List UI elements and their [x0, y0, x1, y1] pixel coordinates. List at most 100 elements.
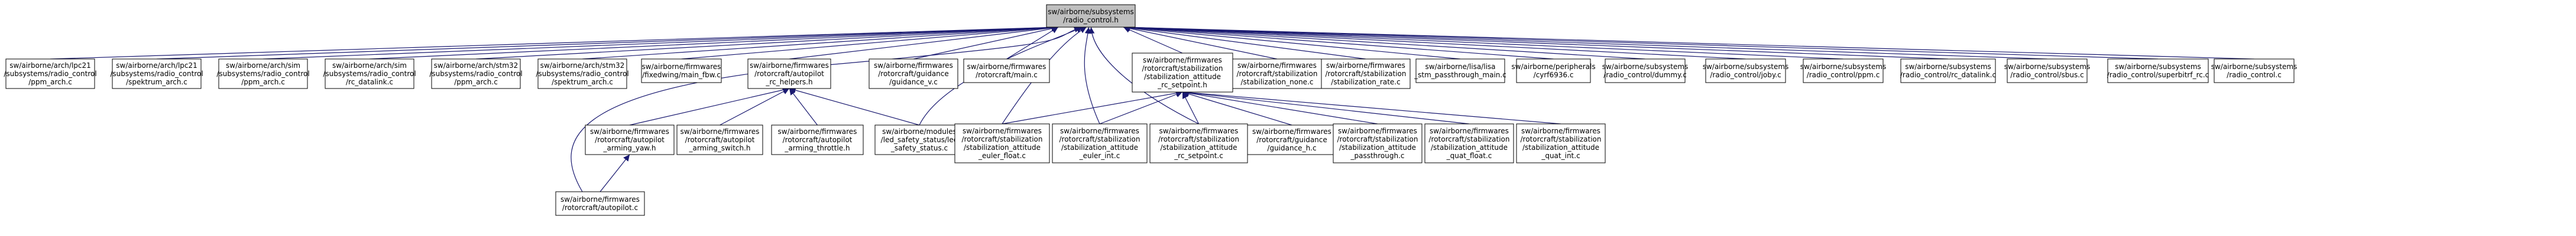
node-label-line: /rotorcraft/guidance — [878, 70, 949, 78]
dependency-edge — [720, 88, 790, 126]
file-node[interactable]: sw/airborne/arch/lpc21/subsystems/radio_… — [4, 58, 97, 89]
node-frame — [112, 58, 202, 89]
dependency-edge — [1182, 89, 1470, 124]
dependency-edge — [1123, 24, 1554, 60]
dependency-edge — [1088, 27, 1199, 124]
file-node[interactable]: sw/airborne/firmwares/rotorcraft/stabili… — [1424, 123, 1514, 163]
node-label-line: sw/airborne/firmwares — [1521, 127, 1600, 135]
dependency-edge — [1084, 27, 1100, 124]
dependency-edge — [789, 24, 1058, 60]
node-frame — [537, 58, 627, 89]
file-node[interactable]: sw/airborne/firmwares/rotorcraft/main.c — [963, 58, 1050, 83]
node-label-line: sw/airborne/subsystems — [1800, 63, 1887, 71]
node-label-line: /rc_datalink.c — [346, 78, 393, 86]
node-frame — [2007, 58, 2088, 83]
node-label-line: sw/airborne/firmwares — [963, 127, 1042, 135]
dependency-edge — [475, 24, 1058, 60]
dependency-edge — [1123, 24, 1949, 60]
file-node[interactable]: sw/airborne/firmwares/rotorcraft/guidanc… — [869, 58, 958, 89]
node-label-line: sw/airborne/firmwares — [750, 61, 829, 70]
file-node[interactable]: sw/airborne/firmwares/rotorcraft/stabili… — [954, 123, 1050, 163]
file-node[interactable]: sw/airborne/modules/led_safety_status/le… — [874, 124, 964, 155]
node-label-line: _quat_int.c — [1541, 152, 1580, 160]
file-node[interactable]: sw/airborne/firmwares/rotorcraft/stabili… — [1149, 123, 1248, 163]
file-node[interactable]: sw/airborne/firmwares/rotorcraft/autopil… — [585, 124, 675, 155]
node-label-line: sw/airborne/firmwares — [1338, 127, 1417, 135]
node-label-line: _rc_helpers.h — [765, 78, 812, 86]
node-label-line: /rotorcraft/autopilot — [754, 70, 824, 78]
node-label-line: /rotorcraft/autopilot — [595, 136, 665, 144]
node-label-line: /stabilization_attitude — [1144, 73, 1221, 81]
file-node[interactable]: sw/airborne/firmwares/rotorcraft/autopil… — [676, 124, 763, 155]
node-label-line: sw/airborne/subsystems — [2211, 63, 2298, 71]
file-node[interactable]: sw/airborne/firmwares/rotorcraft/stabili… — [1132, 53, 1233, 93]
file-node[interactable]: sw/airborne/subsystems/radio_control/ppm… — [1800, 58, 1887, 83]
node-label-line: _quat_float.c — [1446, 152, 1492, 160]
file-node[interactable]: sw/airborne/firmwares/rotorcraft/autopil… — [555, 191, 645, 216]
file-node[interactable]: sw/airborne/lisa/lisa_stm_passthrough_ma… — [1414, 58, 1506, 83]
node-label-line: /subsystems/radio_control — [323, 70, 416, 78]
node-label-line: /rotorcraft/autopilot.c — [562, 204, 638, 212]
file-node[interactable]: sw/airborne/subsystems/radio_control.c — [2211, 58, 2298, 83]
node-label-line: sw/airborne/subsystems — [1905, 63, 1991, 71]
node-label-line: /rotorcraft/guidance — [1256, 136, 1327, 144]
file-node[interactable]: sw/airborne/firmwares/rotorcraft/guidanc… — [1247, 124, 1337, 155]
file-node[interactable]: sw/airborne/firmwares/rotorcraft/stabili… — [1321, 58, 1411, 89]
file-node[interactable]: sw/airborne/firmwares/rotorcraft/stabili… — [1232, 58, 1322, 89]
dependency-edge — [1123, 25, 1366, 60]
dependency-edge — [582, 24, 1058, 60]
node-label-line: /stabilization_attitude — [1339, 143, 1416, 152]
dependency-edge — [1123, 24, 2047, 60]
dependency-edge — [1123, 27, 1183, 54]
node-label-line: sw/airborne/firmwares — [681, 127, 760, 136]
file-node[interactable]: sw/airborne/firmwares/rotorcraft/autopil… — [771, 124, 864, 155]
node-label-line: /subsystems/radio_control — [216, 70, 309, 78]
node-frame — [1415, 58, 1505, 83]
node-label-line: /led_safety_status/led — [881, 136, 958, 144]
file-node[interactable]: sw/airborne/subsystems/radio_control/sup… — [2107, 58, 2209, 83]
file-node[interactable]: sw/airborne/peripherals/cyrf6936.c — [1511, 58, 1596, 83]
node-label-line: _safety_status.c — [890, 144, 948, 152]
node-frame — [431, 58, 521, 89]
node-frame — [218, 58, 308, 89]
file-node[interactable]: sw/airborne/firmwares/rotorcraft/autopil… — [747, 58, 831, 89]
node-label-line: /radio_control/rc_datalink.c — [1900, 71, 1996, 79]
file-node[interactable]: sw/airborne/subsystems/radio_control/sbu… — [2004, 58, 2091, 83]
file-node[interactable]: sw/airborne/firmwares/rotorcraft/stabili… — [1333, 123, 1423, 163]
node-label-line: /rotorcraft/autopilot — [685, 136, 755, 144]
dependency-edge — [156, 24, 1058, 60]
node-frame — [1333, 123, 1423, 163]
node-label-line: _arming_yaw.h — [603, 144, 656, 152]
node-label-line: sw/airborne/firmwares — [1430, 127, 1509, 135]
file-node[interactable]: sw/airborne/arch/lpc21/subsystems/radio_… — [110, 58, 203, 89]
file-node[interactable]: sw/airborne/arch/stm32/subsystems/radio_… — [536, 58, 629, 89]
node-frame — [1247, 124, 1337, 155]
node-label-line: /cyrf6936.c — [1534, 71, 1574, 79]
node-label-line: sw/airborne/peripherals — [1511, 63, 1595, 71]
node-label-line: /subsystems/radio_control — [4, 70, 96, 78]
dependency-edge — [263, 24, 1058, 60]
dependency-edge — [1123, 24, 1746, 60]
file-node[interactable]: sw/airborne/firmwares/rotorcraft/stabili… — [1052, 123, 1148, 163]
file-nodes: sw/airborne/subsystems/radio_control.hsw… — [4, 4, 2298, 216]
root-file-node[interactable]: sw/airborne/subsystems/radio_control.h — [1046, 4, 1136, 28]
node-label-line: _stm_passthrough_main.c — [1414, 71, 1506, 79]
dependency-edge — [1182, 90, 1378, 124]
node-frame — [963, 58, 1050, 83]
node-label-line: _passthrough.c — [1350, 152, 1404, 160]
file-node[interactable]: sw/airborne/subsystems/radio_control/rc_… — [1900, 58, 1996, 83]
file-node[interactable]: sw/airborne/arch/sim/subsystems/radio_co… — [216, 58, 310, 89]
file-node[interactable]: sw/airborne/subsystems/radio_control/job… — [1703, 58, 1789, 83]
file-node[interactable]: sw/airborne/arch/stm32/subsystems/radio_… — [429, 58, 523, 89]
node-label-line: /subsystems/radio_control — [429, 70, 522, 78]
file-node[interactable]: sw/airborne/firmwares/rotorcraft/stabili… — [1516, 123, 1606, 163]
node-label-line: sw/airborne/subsystems — [1048, 8, 1134, 16]
file-node[interactable]: sw/airborne/firmwares/fixedwing/main_fbw… — [641, 58, 722, 83]
dependency-edge — [789, 88, 818, 126]
dependency-edge — [1123, 24, 1461, 60]
node-label-line: _arming_throttle.h — [784, 144, 850, 152]
file-node[interactable]: sw/airborne/subsystems/radio_control/dum… — [1602, 58, 1689, 83]
dependency-edge — [600, 154, 630, 192]
file-node[interactable]: sw/airborne/arch/sim/subsystems/radio_co… — [323, 58, 416, 89]
node-label-line: _rc_setpoint.c — [1174, 152, 1223, 160]
